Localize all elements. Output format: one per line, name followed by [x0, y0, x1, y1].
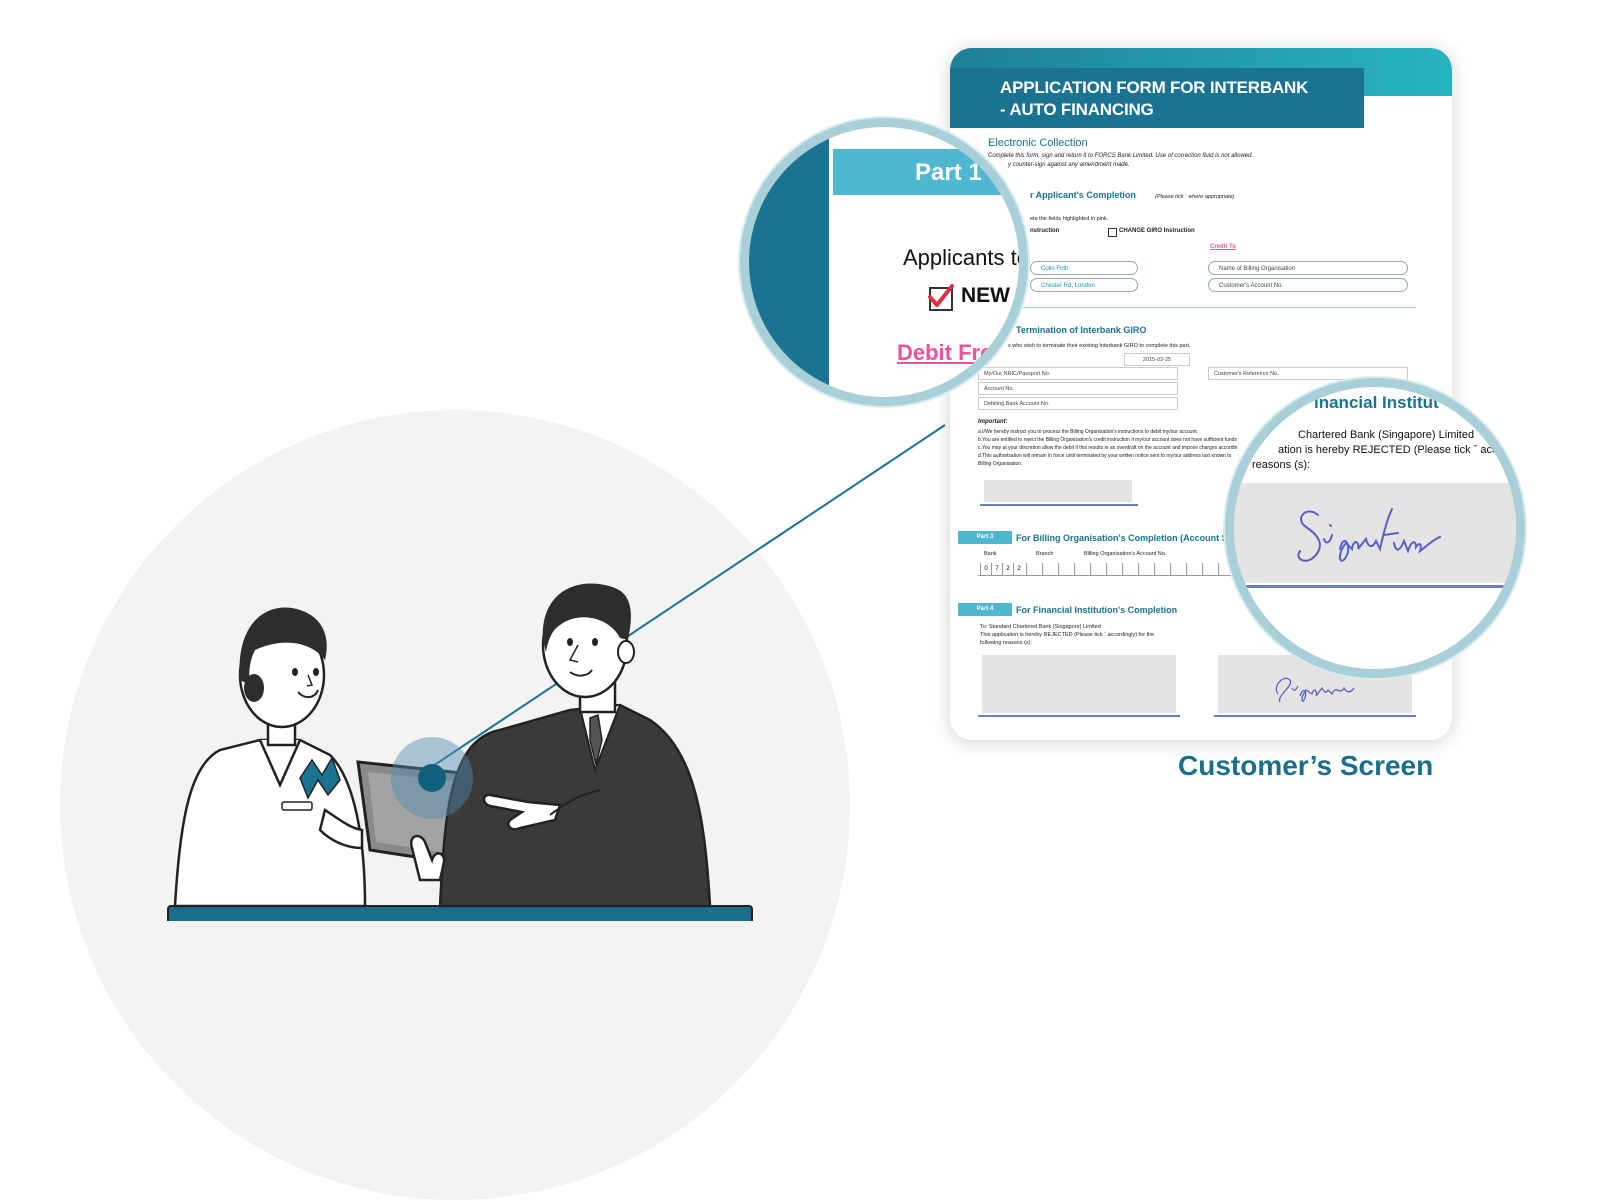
signature-underline-part2	[980, 504, 1138, 506]
date-field[interactable]: 2015-03-25	[1124, 353, 1190, 366]
credit-to-label: Credit To	[1210, 244, 1236, 250]
desk	[167, 905, 753, 921]
bank-column: Bank	[984, 551, 997, 557]
signature-box-part2[interactable]	[984, 480, 1132, 502]
zoom-magnifier-right: inancial Institut Chartered Bank (Singap…	[1225, 378, 1525, 678]
part2-note: s who wish to terminate their existing I…	[1008, 343, 1191, 349]
zoom-right-line3: reasons (s):	[1252, 459, 1311, 471]
bank-digit[interactable]: 0	[980, 563, 991, 575]
form-title-line1: APPLICATION FORM FOR INTERBANK	[1000, 78, 1309, 97]
zoom-right-line1: Chartered Bank (Singapore) Limited	[1298, 429, 1475, 441]
reasons-underline	[978, 715, 1180, 717]
name-field[interactable]: Colin Firth	[1030, 261, 1138, 275]
woman-figure	[173, 607, 367, 908]
account-digit-boxes[interactable]	[1026, 563, 1238, 575]
bank-digit[interactable]: 2	[1013, 563, 1024, 575]
part4-heading: For Financial Institution's Completion	[1016, 605, 1178, 615]
instruction-label: nstruction	[1030, 228, 1060, 234]
bank-digit[interactable]: 2	[1002, 563, 1013, 575]
tick-note: (Please tick ˇ where appropriate)	[1155, 194, 1235, 200]
customer-screen-caption: Customer’s Screen	[1178, 750, 1434, 781]
part4-to-line: To: Standard Chartered Bank (Singapore) …	[980, 624, 1101, 630]
zoom-debit-from: Debit Fro	[897, 340, 994, 365]
man-figure	[409, 583, 712, 908]
part4-line2: This application is hereby REJECTED (Ple…	[980, 632, 1155, 638]
connector-line	[429, 424, 946, 769]
form-intro-line1: Complete this form, sign and return it t…	[988, 153, 1254, 159]
form-title-line2: - AUTO FINANCING	[1000, 100, 1154, 119]
important-c: c.You may at your discretion allow the d…	[978, 445, 1238, 451]
important-d2: Billing Organisation.	[978, 461, 1023, 467]
zoom-applicants-text: Applicants to	[903, 245, 1028, 270]
tap-dot	[418, 764, 446, 792]
badge-logo	[299, 756, 341, 800]
change-giro-checkbox[interactable]	[1108, 228, 1117, 237]
signature-scribble-large	[1297, 508, 1441, 562]
zoom-signature-underline	[1234, 585, 1516, 588]
fields-note: ete the fields highlighted in pink.	[1030, 216, 1109, 222]
branch-column: Branch	[1036, 551, 1054, 557]
zoom-signature-box[interactable]	[1234, 483, 1516, 583]
part3-label: Part 3	[958, 531, 1012, 544]
account-no-field[interactable]: Account No.	[978, 382, 1178, 395]
zoom-magnifier-left: Part 1 Applicants to NEW Debit Fro	[740, 118, 1028, 406]
address-field[interactable]: Chester Rd, London	[1030, 278, 1138, 292]
important-a: a.I/We hereby instruct you to process th…	[978, 429, 1199, 435]
part4-line3: following reasons (s):	[980, 640, 1032, 646]
billing-org-field[interactable]: Name of Billing Organisation	[1208, 261, 1408, 275]
signature-underline-part4	[1214, 715, 1416, 717]
customer-ref-field[interactable]: Customer's Reference No.	[1208, 367, 1408, 380]
people-illustration	[167, 583, 753, 921]
form-subtitle: Electronic Collection	[988, 137, 1088, 149]
important-b: b.You are entitled to reject the Billing…	[978, 437, 1237, 443]
part2-heading: Termination of Interbank GIRO	[1016, 325, 1147, 335]
illustration-scene: APPLICATION FORM FOR INTERBANK - AUTO FI…	[60, 48, 1525, 1200]
zoom-right-heading: inancial Institut	[1314, 393, 1439, 412]
bank-digit[interactable]: 7	[991, 563, 1002, 575]
zoom-part1-label: Part 1	[915, 159, 982, 186]
part3-heading: For Billing Organisation's Completion (A…	[1016, 533, 1254, 543]
billing-account-column: Billing Organisation's Account No.	[1084, 551, 1167, 557]
signature-scribble-small	[1275, 677, 1355, 703]
checkmark-icon	[928, 284, 954, 307]
part4-label: Part 4	[958, 603, 1012, 616]
debiting-account-field[interactable]: Debiting Bank Account No.	[978, 397, 1178, 410]
nric-field[interactable]: My/Our NRIC/Passport No.	[978, 367, 1178, 380]
zoom-part1-badge	[833, 149, 1019, 195]
form-title-box: APPLICATION FORM FOR INTERBANK - AUTO FI…	[950, 68, 1364, 128]
zoom-new-label: NEW	[961, 284, 1010, 307]
form-intro-line2: y counter-sign against any amendment mad…	[1008, 162, 1130, 168]
part1-heading: r Applicant's Completion	[1030, 190, 1136, 200]
important-d: d.This authorisation will remain in forc…	[978, 453, 1232, 459]
digit-row-underline	[978, 575, 1240, 576]
change-giro-label: CHANGE GIRO Instruction	[1119, 228, 1195, 234]
zoom-right-line2: ation is hereby REJECTED (Please tick ˇ …	[1278, 444, 1525, 456]
important-label: Important:	[978, 419, 1008, 425]
section-divider	[980, 307, 1416, 308]
zoom-left-dark-band	[749, 127, 829, 397]
customer-account-field[interactable]: Customer's Account No.	[1208, 278, 1408, 292]
reasons-box[interactable]	[982, 655, 1176, 713]
